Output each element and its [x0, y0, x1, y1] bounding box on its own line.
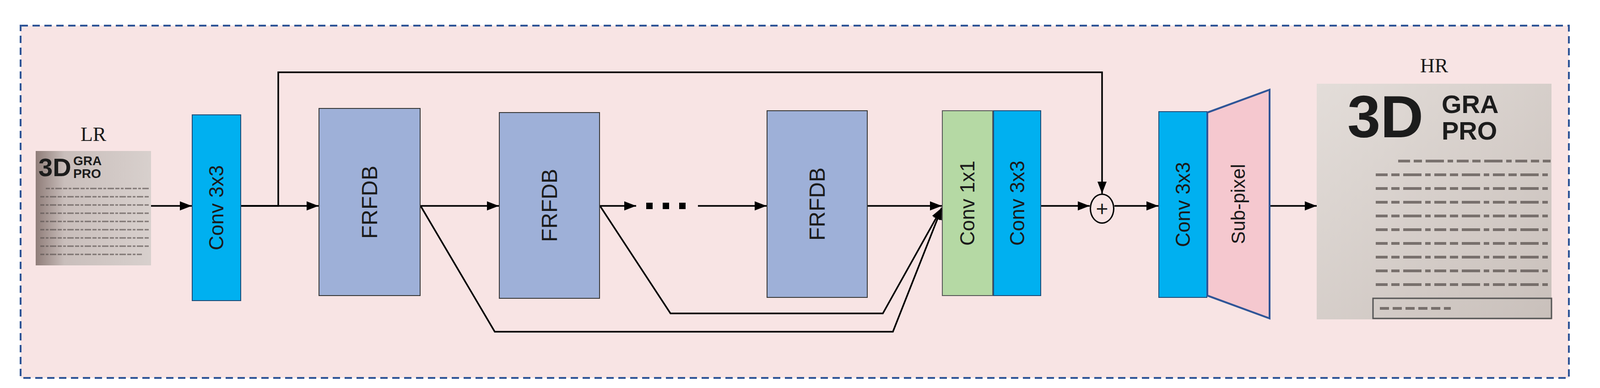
- node-label: FRFDB: [358, 165, 381, 239]
- input-image: LR: [35, 119, 152, 266]
- arrow-connector: [151, 205, 192, 207]
- photo-text: PRO: [73, 167, 102, 181]
- photo-text: 3D: [38, 154, 72, 181]
- node-label: Conv 1x1: [957, 160, 978, 246]
- frfdb-block: FRFDB: [318, 108, 421, 297]
- conv-layer: Conv 3x3: [1158, 111, 1208, 298]
- subpixel-layer: Sub-pixel: [1207, 89, 1270, 319]
- hr-inset-box: [1372, 298, 1552, 319]
- conv-layer: Conv 3x3: [191, 114, 242, 302]
- photo-text: 3D: [1347, 86, 1424, 147]
- node-label: Sub-pixel: [1228, 163, 1249, 244]
- arrow-connector: [600, 205, 767, 207]
- hr-inset-text: [1379, 307, 1451, 310]
- node-label: +: [1096, 198, 1109, 220]
- node-label: LR: [35, 119, 152, 145]
- conv-layer: Conv 3x3: [993, 110, 1042, 297]
- hr-text-lines: [1375, 161, 1551, 285]
- photo-text: GRA: [73, 154, 102, 168]
- dot: [662, 202, 670, 210]
- node-label: Conv 3x3: [206, 165, 227, 251]
- node-label: FRFDB: [538, 168, 561, 243]
- arrow-connector: [1269, 205, 1317, 207]
- arrow-connector: [420, 205, 499, 207]
- frame: [20, 25, 1569, 379]
- arrow-connector: [867, 205, 942, 207]
- node-label: Conv 3x3: [1007, 160, 1028, 246]
- arrow-connector: [1114, 205, 1159, 207]
- photo-text: PRO: [1441, 118, 1498, 144]
- node-label: FRFDB: [806, 167, 829, 241]
- arrow-connector: [1041, 205, 1090, 207]
- frfdb-block: FRFDB: [766, 110, 868, 298]
- photo-text: GRA: [1441, 91, 1499, 118]
- frfdb-block: FRFDB: [498, 112, 600, 299]
- hr-photo: [1316, 83, 1552, 320]
- lr-photo: [35, 151, 152, 266]
- hr-picture: [1316, 83, 1552, 320]
- dot: [679, 202, 686, 210]
- sum-node: +: [1089, 193, 1115, 224]
- node-label: HR: [1316, 51, 1552, 76]
- trapezoid-shape: [1207, 89, 1270, 319]
- node-label: Conv 3x3: [1172, 162, 1194, 248]
- lr-picture: [35, 151, 152, 266]
- lr-text-lines: [40, 188, 151, 255]
- conv-layer: Conv 1x1: [941, 110, 994, 297]
- dot: [646, 202, 653, 210]
